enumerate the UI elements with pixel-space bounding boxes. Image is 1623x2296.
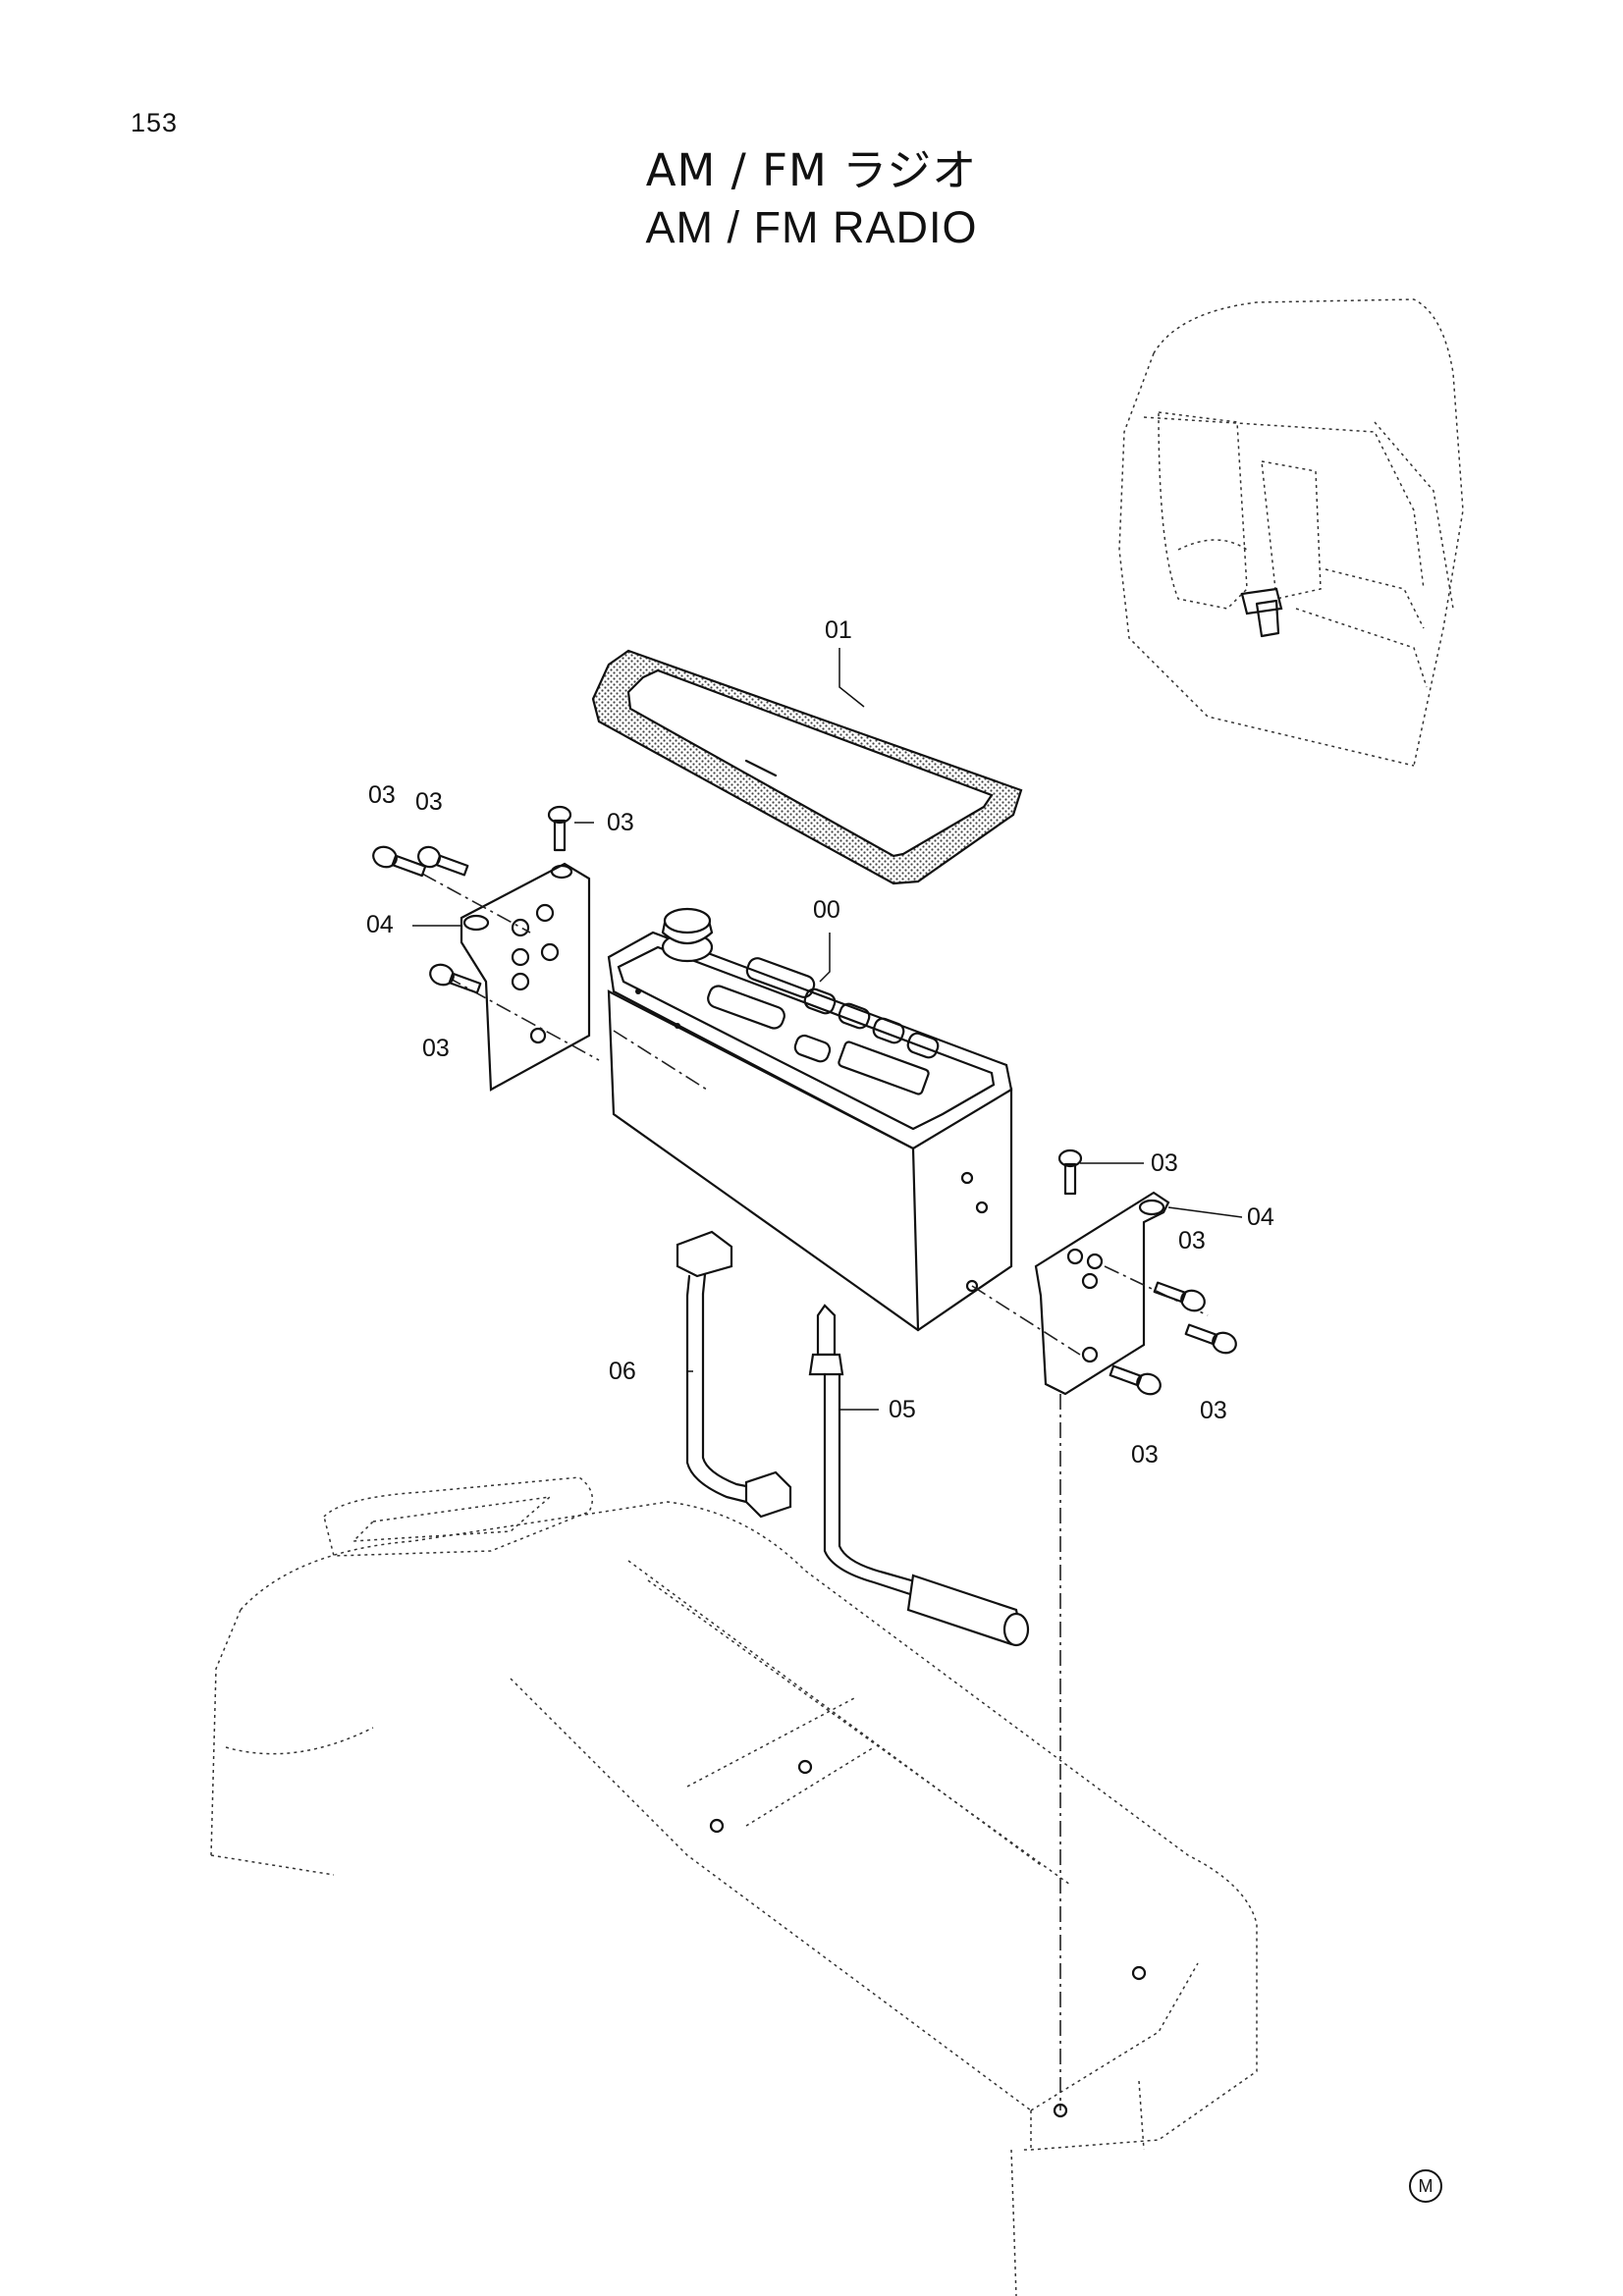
callout-06: 06 bbox=[609, 1358, 636, 1385]
callout-03-a: 03 bbox=[368, 781, 396, 809]
callout-03-b: 03 bbox=[415, 788, 443, 816]
bracket-left bbox=[421, 862, 600, 1092]
radio-unit bbox=[607, 907, 1013, 1332]
console-outline bbox=[210, 1476, 1258, 2296]
callout-04-right: 04 bbox=[1247, 1203, 1274, 1231]
callout-03-c: 03 bbox=[607, 809, 634, 836]
callout-03-d: 03 bbox=[422, 1035, 450, 1062]
callout-03-h: 03 bbox=[1131, 1441, 1159, 1468]
page-title: AM / FM ラジオ AM / FM RADIO bbox=[0, 142, 1623, 256]
wire-harness bbox=[676, 1230, 792, 1519]
bracket-right bbox=[971, 1191, 1209, 2110]
callout-04-left: 04 bbox=[366, 911, 394, 938]
title-japanese: AM / FM ラジオ bbox=[645, 144, 978, 196]
callout-03-f: 03 bbox=[1178, 1227, 1206, 1255]
callout-03-e: 03 bbox=[1151, 1149, 1178, 1177]
callout-03-g: 03 bbox=[1200, 1397, 1227, 1424]
title-english: AM / FM RADIO bbox=[645, 202, 978, 252]
leader-lines bbox=[412, 648, 1243, 1411]
antenna-cable bbox=[808, 1304, 1030, 1647]
corner-mark: M bbox=[1409, 2169, 1442, 2203]
cab-outline bbox=[1118, 298, 1464, 767]
page-number: 153 bbox=[131, 108, 179, 137]
frame-panel bbox=[591, 649, 1023, 885]
callout-05: 05 bbox=[889, 1396, 916, 1423]
callout-00: 00 bbox=[813, 896, 840, 924]
callout-01: 01 bbox=[825, 616, 852, 644]
screw-set bbox=[372, 805, 1237, 1396]
